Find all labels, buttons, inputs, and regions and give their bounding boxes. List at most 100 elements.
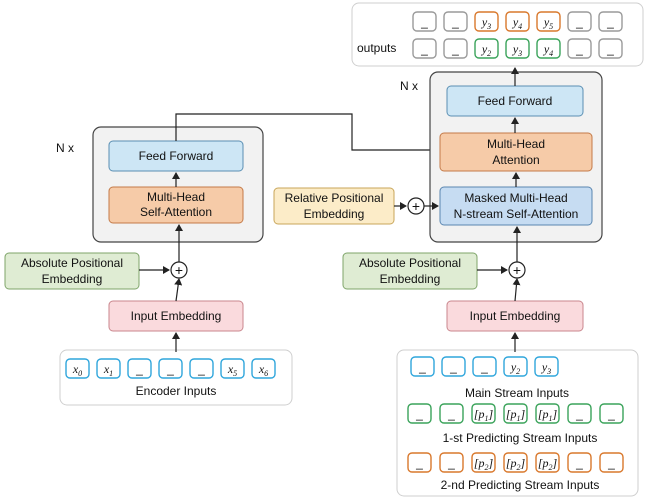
token-label: y2 — [481, 42, 491, 58]
token-box — [251, 358, 276, 379]
token-subscript: 1 — [109, 369, 113, 378]
token-box — [567, 38, 592, 59]
token-text: _ — [166, 362, 174, 376]
encoder-add-symbol: + — [175, 262, 183, 278]
token-subscript: 3 — [486, 22, 491, 31]
token-label: _ — [420, 42, 428, 56]
token-label: _ — [420, 15, 428, 29]
token-label: [p2] — [474, 456, 494, 472]
token-box — [407, 452, 432, 473]
decoder-rel-pos-label-2: Embedding — [304, 207, 365, 221]
token-text: _ — [575, 42, 583, 56]
token-subscript: 2 — [516, 367, 520, 376]
token-bracket: ] — [520, 407, 526, 421]
token-label: _ — [480, 360, 488, 374]
token-box — [407, 403, 432, 424]
token-label: _ — [418, 360, 426, 374]
token-label: _ — [415, 456, 423, 470]
token-label: _ — [607, 407, 615, 421]
token-box — [474, 38, 499, 59]
decoder-arrow-embed — [512, 278, 521, 302]
token-text: _ — [415, 456, 423, 470]
encoder-feed-forward-label: Feed Forward — [139, 149, 214, 163]
token-label: _ — [447, 456, 455, 470]
predict1-stream-tokens: __[p1][p1][p1]__ — [407, 403, 624, 424]
token-subscript: 1 — [549, 414, 553, 423]
token-text: x — [103, 362, 110, 376]
token-label: _ — [575, 456, 583, 470]
decoder-abs-pos-box — [342, 252, 478, 290]
token-text: x — [72, 362, 79, 376]
token-box — [439, 452, 464, 473]
token-text: [p — [538, 407, 549, 421]
token-text: y — [543, 15, 550, 29]
encoder-abs-pos-label-1: Absolute Positional — [21, 256, 123, 270]
token-box — [599, 403, 624, 424]
encoder-arrow-embed — [174, 278, 183, 302]
token-label: _ — [575, 15, 583, 29]
token-label: x5 — [227, 362, 237, 378]
decoder-abs-pos-label-2: Embedding — [380, 272, 441, 286]
token-box — [567, 11, 592, 32]
token-text: [p — [506, 456, 517, 470]
encoder-inputs-label: Encoder Inputs — [136, 384, 217, 398]
token-text: y — [512, 15, 519, 29]
token-label: y3 — [481, 15, 491, 31]
token-label: x1 — [103, 362, 113, 378]
encoder-repeat-label: N x — [56, 141, 74, 155]
decoder-rel-add-symbol: + — [412, 198, 420, 214]
token-box — [598, 11, 623, 32]
token-text: _ — [607, 407, 615, 421]
encoder-abs-pos-label-2: Embedding — [42, 272, 103, 286]
token-subscript: 2 — [517, 463, 521, 472]
predict2-stream-tokens: __[p2][p2][p2]__ — [407, 452, 624, 473]
token-label: _ — [415, 407, 423, 421]
token-box — [96, 358, 121, 379]
token-box — [472, 356, 497, 377]
token-label: y4 — [543, 42, 553, 58]
token-box — [505, 38, 530, 59]
token-subscript: 6 — [264, 369, 268, 378]
token-box — [220, 358, 245, 379]
decoder-rel-pos-label-1: Relative Positional — [285, 191, 384, 205]
token-box — [505, 11, 530, 32]
encoder-to-decoder-connector — [175, 113, 439, 154]
token-text: x — [227, 362, 234, 376]
token-text: x — [258, 362, 265, 376]
main-stream-label: Main Stream Inputs — [465, 386, 569, 400]
token-label: _ — [606, 42, 614, 56]
token-text: y — [481, 42, 488, 56]
token-label: y5 — [543, 15, 553, 31]
token-label: _ — [575, 407, 583, 421]
token-bracket: ] — [520, 456, 526, 470]
token-box — [443, 38, 468, 59]
token-box — [441, 356, 466, 377]
token-box — [189, 358, 214, 379]
token-text: _ — [606, 42, 614, 56]
token-label: [p1] — [538, 407, 558, 423]
token-label: _ — [449, 360, 457, 374]
token-subscript: 5 — [233, 369, 237, 378]
token-label: x6 — [258, 362, 268, 378]
token-text: [p — [506, 407, 517, 421]
token-label: _ — [451, 42, 459, 56]
token-text: y — [481, 15, 488, 29]
token-text: _ — [607, 456, 615, 470]
token-box — [536, 11, 561, 32]
decoder-cross-attention-box — [439, 132, 593, 172]
token-text: y — [512, 42, 519, 56]
token-box — [158, 358, 183, 379]
decoder-masked-attention-label-2: N-stream Self-Attention — [454, 207, 579, 221]
token-text: y — [541, 360, 548, 374]
decoder-input-embedding-label: Input Embedding — [470, 309, 561, 323]
decoder-feed-forward-label: Feed Forward — [478, 94, 553, 108]
token-text: [p — [538, 456, 549, 470]
token-label: [p1] — [474, 407, 494, 423]
token-label: _ — [197, 362, 205, 376]
encoder-abs-pos-box — [4, 252, 140, 290]
token-label: [p1] — [506, 407, 526, 423]
